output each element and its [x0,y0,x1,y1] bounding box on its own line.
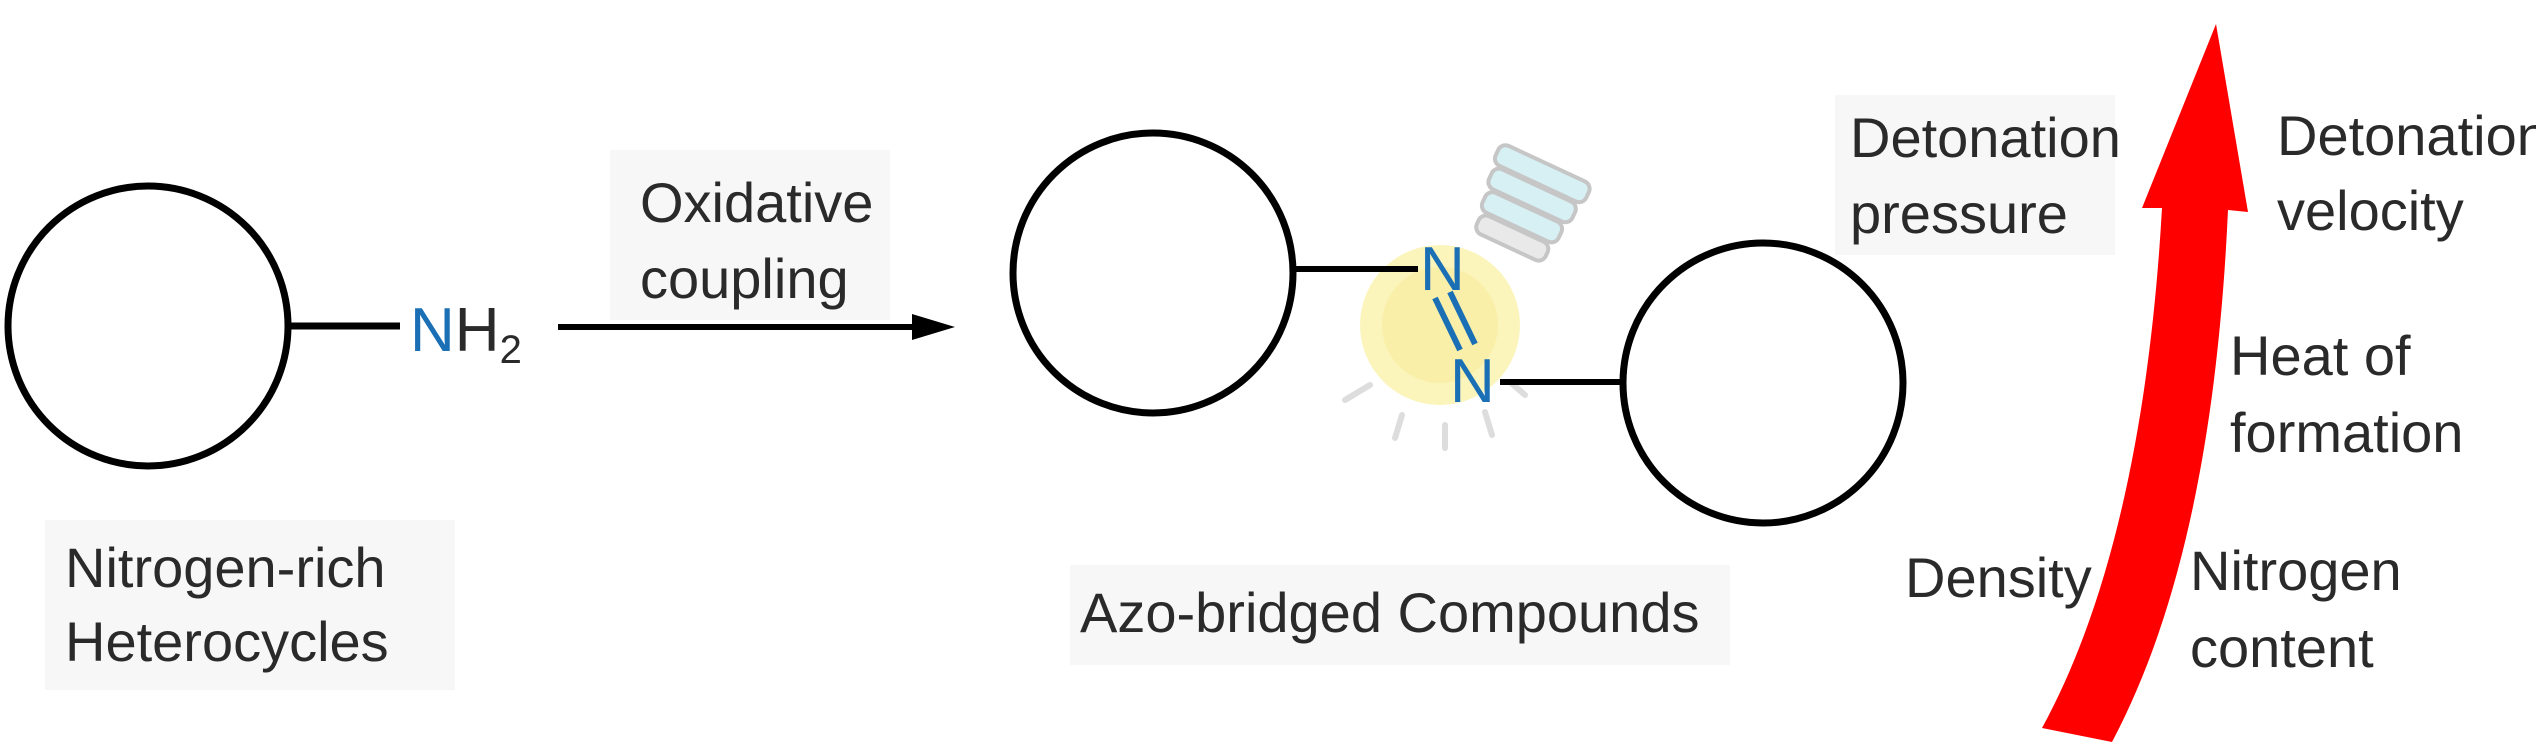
amine-n-atom: N [410,296,455,365]
azo-n-atom-1: N [1420,235,1465,304]
product-label-bg [1070,565,1730,665]
reaction-label-bg [610,150,890,320]
detonation-velocity-line2: velocity [2277,179,2464,242]
detonation-velocity-line1: Detonation [2277,104,2536,167]
product-ring-right [1619,239,1907,527]
product-label: Azo-bridged Compounds [1080,581,1699,644]
red-increase-arrow [2042,24,2248,742]
reaction-arrow-head [912,314,955,340]
azo-double-bond-b [1447,290,1478,346]
azo-n-atom-2: N [1450,347,1495,416]
detonation-pressure-line1: Detonation [1850,106,2121,169]
detonation-pressure-line2: pressure [1850,182,2068,245]
heat-of-formation-line2: formation [2230,401,2463,464]
reactant-label-bg [45,520,455,690]
nitrogen-content-line1: Nitrogen [2190,539,2402,602]
product-ring-left [1009,129,1297,417]
reactant-label-line2: Heterocycles [65,610,389,673]
lightbulb-icon [1342,143,1592,451]
reactant-label-line1: Nitrogen-rich [65,536,386,599]
heat-of-formation-line1: Heat of [2230,324,2411,387]
reaction-label-line2: coupling [640,247,849,310]
reaction-label-line1: Oxidative [640,171,873,234]
amine-subscript: 2 [500,328,522,372]
density-label: Density [1905,546,2092,609]
azo-double-bond-a [1432,296,1463,352]
pressure-label-bg [1835,95,2115,255]
reactant-ring [4,182,292,470]
nitrogen-content-line2: content [2190,616,2374,679]
amine-h-atom: H [455,296,500,365]
amine-group: NH2 [410,296,522,372]
